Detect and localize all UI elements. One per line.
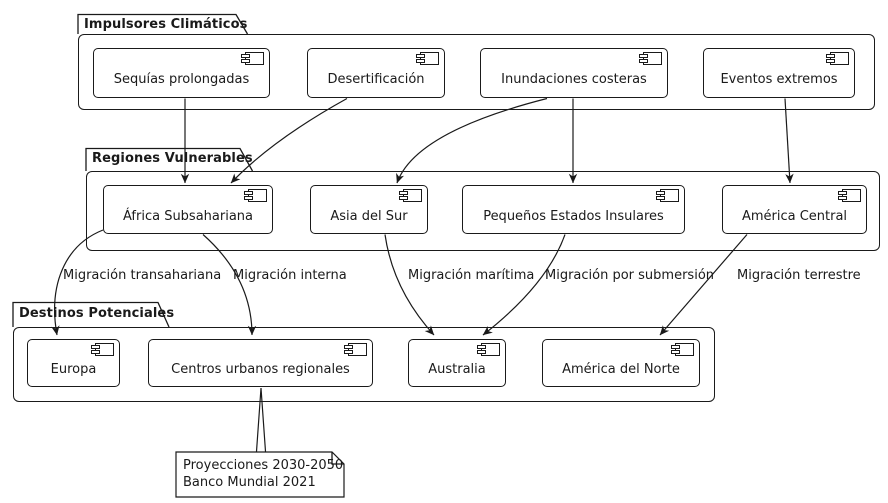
edge-label-migracion-transahariana: Migración transahariana [63, 268, 222, 283]
note-line-2: Banco Mundial 2021 [183, 475, 316, 490]
component-label: Asia del Sur [330, 208, 408, 224]
edge-label-migracion-terrestre: Migración terrestre [737, 268, 861, 283]
component-icon [670, 343, 694, 356]
component-icon [837, 189, 861, 202]
component-australia: Australia [408, 339, 506, 387]
note-text: Proyecciones 2030-2050 Banco Mundial 202… [183, 457, 343, 491]
component-label: Pequeños Estados Insulares [483, 208, 664, 224]
component-label: África Subsahariana [122, 208, 254, 224]
edge-label-migracion-maritima: Migración marítima [408, 268, 535, 283]
package-title-regiones-vulnerables: Regiones Vulnerables [92, 151, 253, 166]
component-icon [476, 343, 500, 356]
component-icon [243, 189, 267, 202]
component-label: Sequías prolongadas [113, 72, 250, 87]
component-label: América del Norte [562, 362, 680, 377]
component-africa-subsahariana: África Subsahariana [103, 185, 273, 234]
edge-label-migracion-interna: Migración interna [233, 268, 347, 283]
component-label: Eventos extremos [720, 72, 838, 87]
component-icon [638, 52, 662, 65]
component-label: Europa [50, 362, 97, 377]
component-icon [825, 52, 849, 65]
note-line-1: Proyecciones 2030-2050 [183, 458, 344, 473]
edge-label-migracion-por-submersion: Migración por submersión [545, 268, 715, 283]
component-eventos-extremos: Eventos extremos [703, 48, 855, 98]
package-title-destinos-potenciales: Destinos Potenciales [19, 306, 175, 321]
component-europa: Europa [27, 339, 120, 387]
component-label: Inundaciones costeras [501, 72, 647, 87]
component-pequenos-estados-insulares: Pequeños Estados Insulares [462, 185, 685, 234]
component-icon [240, 52, 264, 65]
component-inundaciones-costeras: Inundaciones costeras [480, 48, 668, 98]
component-icon [655, 189, 679, 202]
component-asia-del-sur: Asia del Sur [310, 185, 428, 234]
package-title-impulsores-climaticos: Impulsores Climáticos [84, 17, 248, 32]
component-label: Desertificación [327, 72, 425, 87]
component-icon [90, 343, 114, 356]
component-america-del-norte: América del Norte [542, 339, 700, 387]
component-icon [398, 189, 422, 202]
component-america-central: América Central [722, 185, 867, 234]
component-label: Australia [428, 362, 486, 377]
component-label: Centros urbanos regionales [171, 362, 350, 377]
component-sequias-prolongadas: Sequías prolongadas [93, 48, 270, 98]
component-icon [415, 52, 439, 65]
component-label: América Central [741, 208, 848, 224]
component-centros-urbanos-regionales: Centros urbanos regionales [148, 339, 373, 387]
component-desertificacion: Desertificación [307, 48, 445, 98]
component-icon [343, 343, 367, 356]
